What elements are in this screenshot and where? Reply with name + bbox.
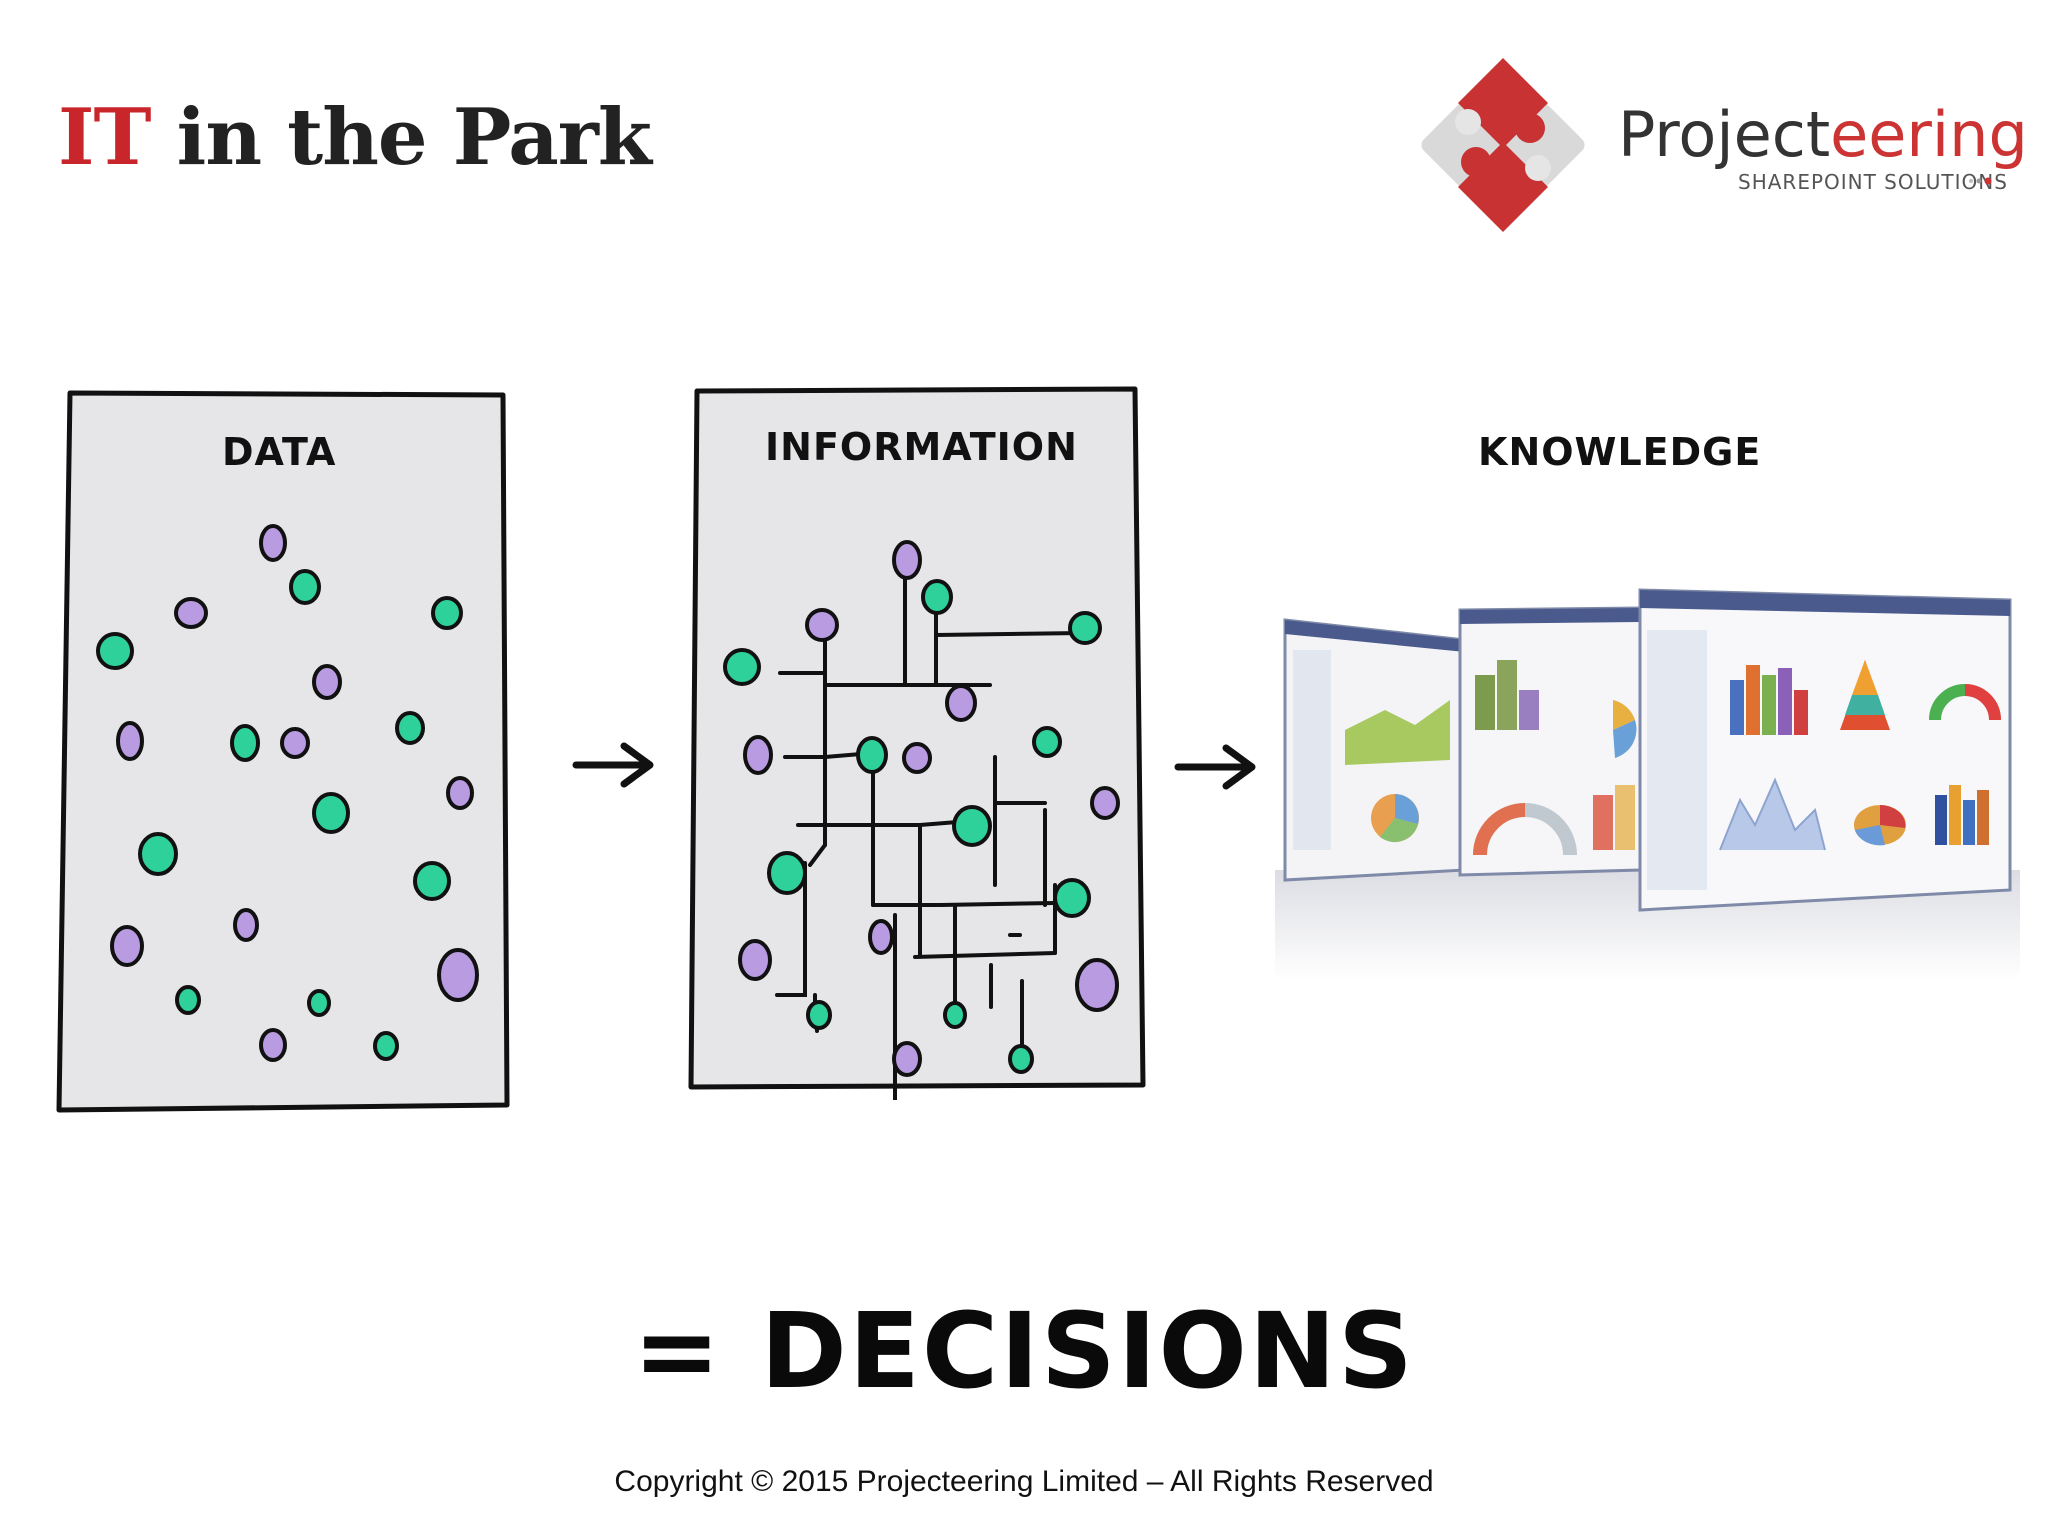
data-panel-drawing — [56, 390, 510, 1113]
dashboard-window-left — [1283, 618, 1467, 882]
dashboard-screens-image — [1275, 588, 2020, 980]
information-panel: INFORMATION — [685, 385, 1155, 1100]
it-in-the-park-logo: IT in the Park — [58, 92, 652, 183]
decisions-heading: = DECISIONS — [633, 1290, 1415, 1412]
projecteering-logo: Projecteering SHAREPOINT SOLUTIONS — [1408, 50, 2028, 240]
wordmark-dark: Project — [1618, 98, 1831, 171]
puzzle-logo-icon — [1421, 58, 1585, 232]
projecteering-wordmark: Projecteering — [1618, 98, 2028, 171]
projecteering-tagline: SHAREPOINT SOLUTIONS — [1738, 170, 2008, 194]
wordmark-red: eering — [1830, 98, 2028, 171]
information-network-drawing — [688, 386, 1146, 1100]
copyright-footer: Copyright © 2015 Projecteering Limited –… — [614, 1465, 1434, 1498]
dashboard-window-middle — [1458, 606, 1642, 877]
tagline-dots-icon — [1969, 177, 1992, 185]
logo-it-rest: in the Park — [150, 92, 652, 183]
arrow-right-icon — [572, 742, 654, 788]
dashboard-window-right — [1638, 588, 2012, 912]
stage-label-knowledge: KNOWLEDGE — [1478, 430, 1762, 474]
logo-it-prefix: IT — [58, 92, 152, 183]
arrow-right-icon — [1174, 744, 1256, 790]
stage-label-information: INFORMATION — [765, 425, 1078, 469]
data-panel: DATA — [55, 385, 515, 1125]
stage-label-data: DATA — [222, 430, 337, 474]
